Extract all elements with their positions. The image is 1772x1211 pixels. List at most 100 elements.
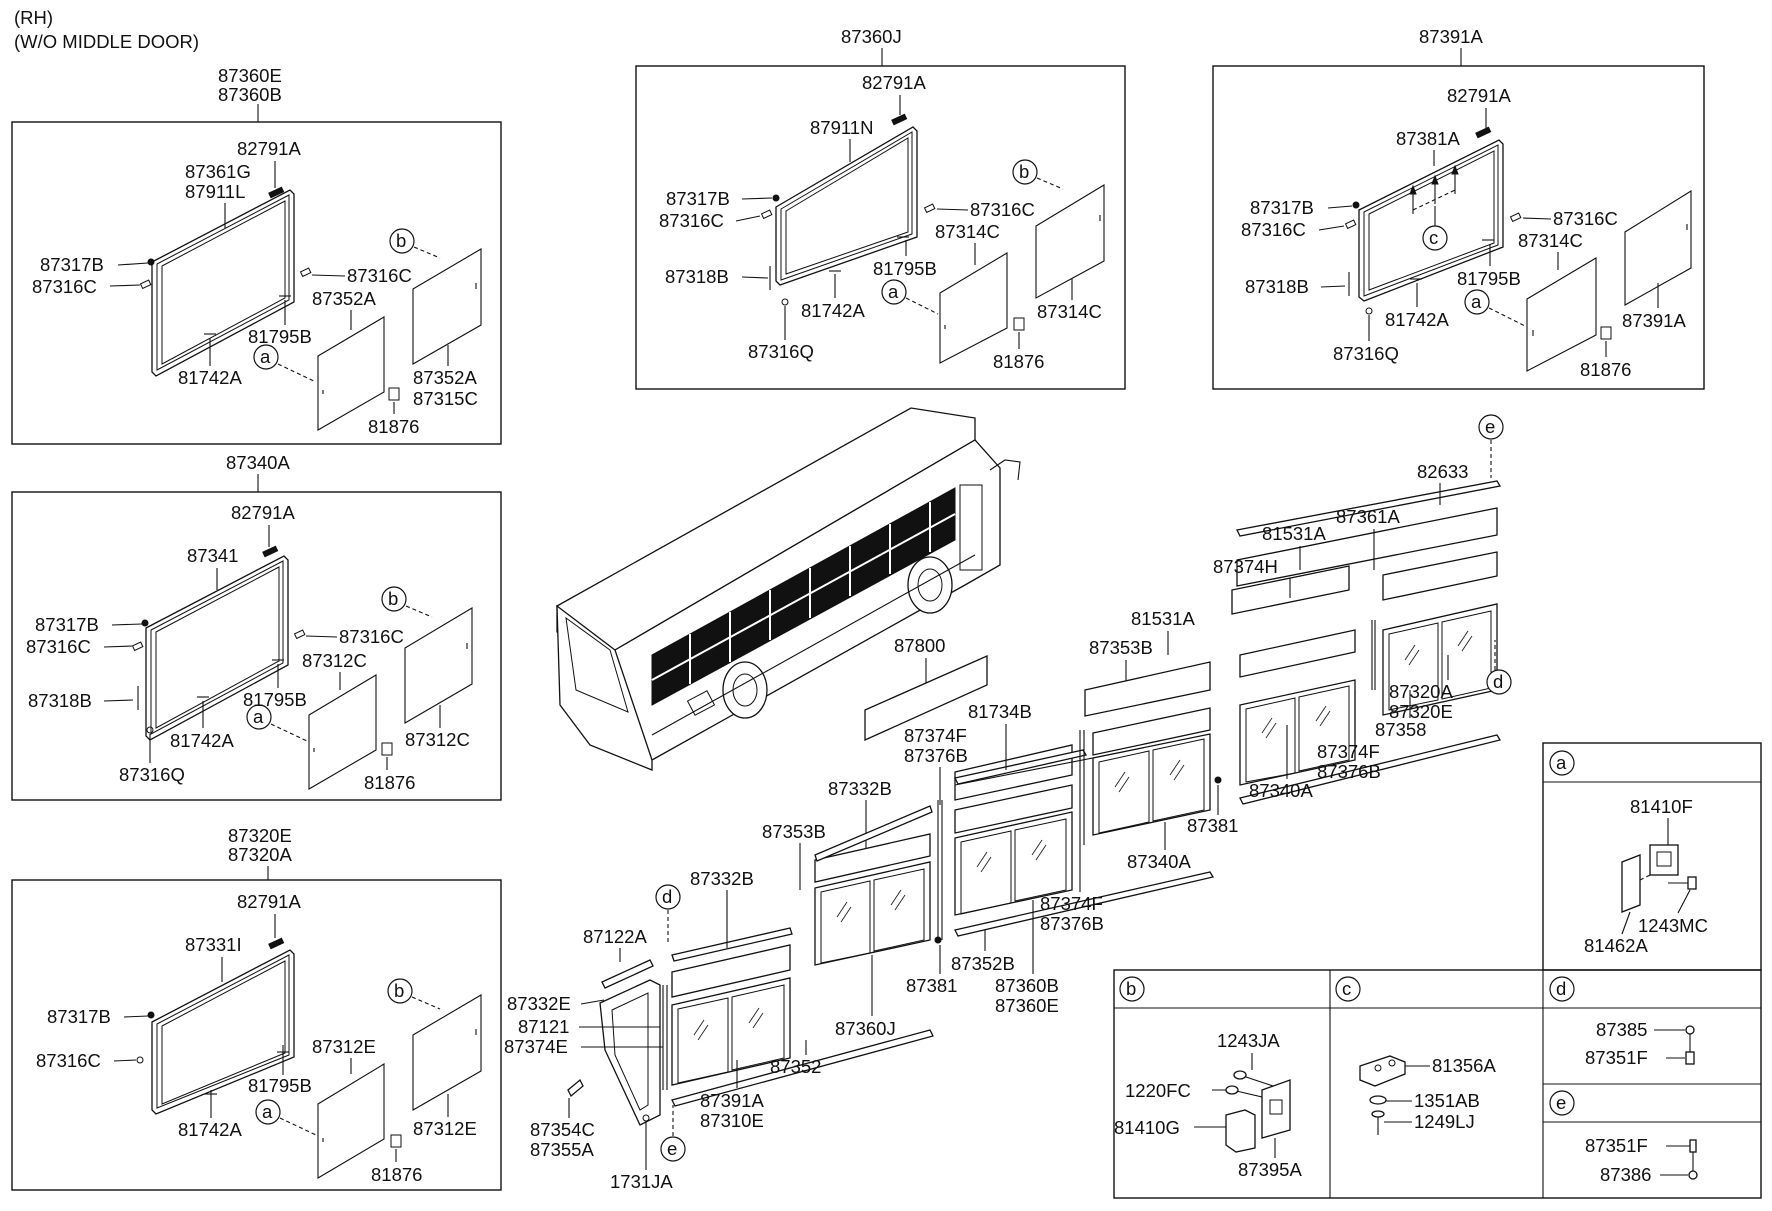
- detail-a-letter: a: [1556, 752, 1567, 773]
- main-label-87360b: 87360B: [995, 975, 1059, 996]
- main-label-87374e: 87374E: [504, 1036, 568, 1057]
- main-label-82633: 82633: [1417, 461, 1468, 482]
- main-label-87360e: 87360E: [995, 995, 1059, 1016]
- box1-label-82791a: 82791A: [237, 138, 301, 159]
- main-label-87376b-right: 87376B: [1317, 761, 1381, 782]
- detail-d-letter: d: [1556, 978, 1566, 999]
- panel-87360j: 87360J b a 82791A 87911N 87317B 87316C 8: [635, 26, 1126, 390]
- box2-callout-a: a: [253, 706, 264, 727]
- box2-label-87312c-top: 87312C: [302, 650, 367, 671]
- main-label-87320e: 87320E: [1389, 701, 1453, 722]
- box4-label-87317b: 87317B: [666, 188, 730, 209]
- detail-b-label-1220fc: 1220FC: [1125, 1080, 1191, 1101]
- box4-label-87314c-bottom: 87314C: [1037, 301, 1102, 322]
- panel-87340a: 87340A b a 82791A 87341 87317B 87316C 87: [11, 452, 502, 801]
- box2-label-81876: 81876: [364, 772, 415, 793]
- box1-label-87317b: 87317B: [40, 254, 104, 275]
- main-label-87340a-center: 87340A: [1127, 851, 1191, 872]
- box1-frame: [11, 121, 502, 445]
- box4-label-82791a: 82791A: [862, 72, 926, 93]
- box4-callout-a: a: [888, 281, 899, 302]
- main-label-87353b-left: 87353B: [762, 821, 826, 842]
- box4-label-87316c-left: 87316C: [659, 210, 724, 231]
- box4-label-81795b: 81795B: [873, 258, 937, 279]
- strip-87800: [864, 655, 988, 742]
- box2-frame: [11, 491, 502, 801]
- box5-label-82791a: 82791A: [1447, 85, 1511, 106]
- box3-label-81876: 81876: [371, 1164, 422, 1185]
- box3-callout-a: a: [262, 1101, 273, 1122]
- main-label-81734b: 81734B: [968, 701, 1032, 722]
- box2-label-87316c-right: 87316C: [339, 626, 404, 647]
- box1-label-87911l: 87911L: [185, 181, 245, 202]
- detail-c-letter: c: [1342, 978, 1351, 999]
- main-callout-e-bottom: e: [667, 1138, 677, 1159]
- detail-d-label-87351f: 87351F: [1585, 1047, 1648, 1068]
- box5-label-87314c: 87314C: [1518, 230, 1583, 251]
- box2-label-82791a: 82791A: [231, 502, 295, 523]
- box1-title-1: 87360E: [218, 65, 282, 86]
- box5-callout-c: c: [1429, 227, 1438, 248]
- box5-label-87391a: 87391A: [1622, 310, 1686, 331]
- box4-label-87316c-right: 87316C: [970, 199, 1035, 220]
- glass-a: [317, 316, 385, 431]
- panel-87320e: 87320E 87320A b a 82791A 87331I 87317B 8…: [11, 825, 502, 1191]
- box2-callout-b: b: [388, 588, 398, 609]
- box1-label-87315c: 87315C: [413, 388, 478, 409]
- box4-frame: [635, 65, 1126, 390]
- main-label-87381-right: 87381: [1187, 815, 1238, 836]
- main-label-87121: 87121: [518, 1016, 569, 1037]
- box2-label-87316q: 87316Q: [119, 764, 185, 785]
- box3-callout-b: b: [394, 980, 404, 1001]
- main-label-87360j: 87360J: [835, 1018, 896, 1039]
- detail-b-label-1243ja: 1243JA: [1217, 1030, 1280, 1051]
- main-label-81531a-mid: 81531A: [1131, 608, 1195, 629]
- detail-b-label-81410g: 81410G: [1114, 1117, 1180, 1138]
- main-label-87358: 87358: [1375, 719, 1426, 740]
- main-label-87374f-low: 87374F: [1040, 893, 1103, 914]
- main-label-87374f-right: 87374F: [1317, 741, 1380, 762]
- box5-callout-a: a: [1471, 291, 1482, 312]
- detail-table: a 81410F 1243MC 81462A b 1243JA 1220FC 8: [1113, 742, 1762, 1199]
- box1-title-2: 87360B: [218, 84, 282, 105]
- main-label-87361a: 87361A: [1336, 506, 1400, 527]
- box3-label-87316c: 87316C: [36, 1050, 101, 1071]
- box3-title-2: 87320A: [228, 844, 292, 865]
- main-assembly: 87800 82633 e 81531A 87361A 87374H: [504, 414, 1512, 1192]
- main-label-87332b-top: 87332B: [828, 778, 892, 799]
- main-label-87374f-mid: 87374F: [904, 725, 967, 746]
- main-label-87320a: 87320A: [1389, 681, 1453, 702]
- main-label-87352b: 87352B: [951, 953, 1015, 974]
- box5-label-81742a: 81742A: [1385, 309, 1449, 330]
- panel-87391a: 87391A c a 82791A 87381A: [1212, 26, 1705, 390]
- box2-label-87318b: 87318B: [28, 690, 92, 711]
- detail-e-label-87351f: 87351F: [1585, 1135, 1648, 1156]
- box4-label-87318b: 87318B: [665, 266, 729, 287]
- detail-c-label-81356a: 81356A: [1432, 1055, 1496, 1076]
- main-label-87376b-low: 87376B: [1040, 913, 1104, 934]
- main-label-87332b-left: 87332B: [690, 868, 754, 889]
- detail-e-label-87386: 87386: [1600, 1164, 1651, 1185]
- box5-label-87317b: 87317B: [1250, 197, 1314, 218]
- detail-a-label-1243mc: 1243MC: [1638, 915, 1708, 936]
- box5-label-87316c-left: 87316C: [1241, 219, 1306, 240]
- glass-b: [412, 248, 482, 365]
- box1-label-87361g: 87361G: [185, 161, 251, 182]
- box1-label-81876: 81876: [368, 416, 419, 437]
- box1-label-87316c-left: 87316C: [32, 276, 97, 297]
- box1-callout-b: b: [396, 230, 406, 251]
- box5-label-87381a: 87381A: [1396, 128, 1460, 149]
- box3-frame: [11, 879, 502, 1191]
- header-wo-middle-door: (W/O MIDDLE DOOR): [14, 31, 199, 52]
- box3-label-87312e-top: 87312E: [312, 1036, 376, 1057]
- main-callout-d-left: d: [662, 886, 672, 907]
- box3-label-81742a: 81742A: [178, 1119, 242, 1140]
- main-label-87332e: 87332E: [507, 993, 571, 1014]
- main-label-87381-left: 87381: [906, 975, 957, 996]
- box1-label-81742a: 81742A: [178, 367, 242, 388]
- main-callout-e-top: e: [1485, 416, 1495, 437]
- main-label-87354c: 87354C: [530, 1119, 595, 1140]
- box5-label-87318b: 87318B: [1245, 276, 1309, 297]
- main-label-87340a-right: 87340A: [1249, 780, 1313, 801]
